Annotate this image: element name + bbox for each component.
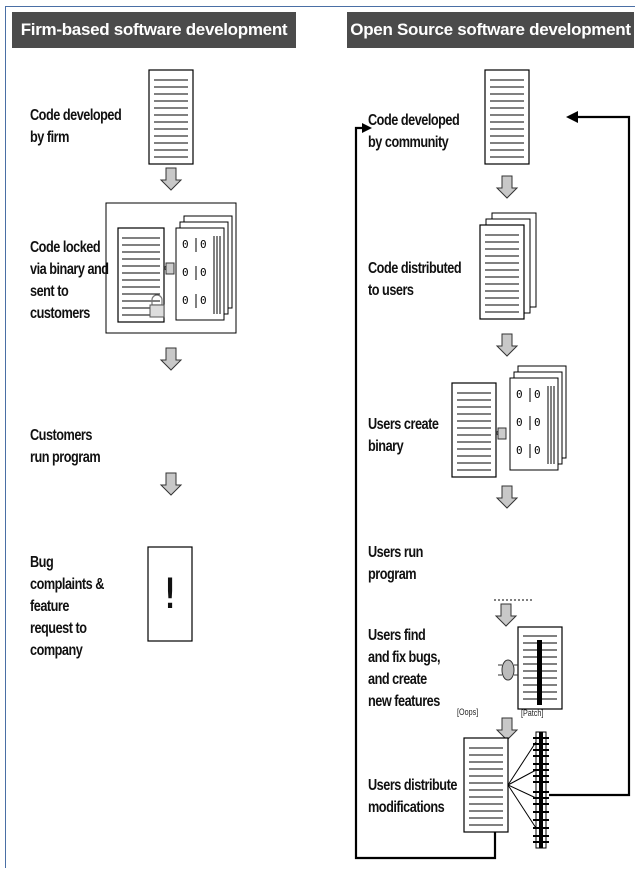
arrow-down-icon xyxy=(161,473,181,495)
locked-binary-box-icon xyxy=(106,203,236,333)
user-binary-icon xyxy=(452,366,566,477)
arrow-down-icon xyxy=(497,334,517,356)
arrow-down-icon xyxy=(161,168,181,190)
arrow-down-icon xyxy=(161,348,181,370)
modification-doc-icon xyxy=(464,738,508,832)
distribution-bars-icon xyxy=(533,732,549,848)
oops-label: [Oops] xyxy=(457,707,478,717)
community-source-doc-icon xyxy=(485,70,529,164)
patch-doc-icon xyxy=(518,627,562,709)
arrow-down-icon xyxy=(497,486,517,508)
arrow-down-icon xyxy=(496,604,516,626)
patch-label: [Patch] xyxy=(521,708,543,718)
distributed-docs-icon xyxy=(480,213,536,319)
loop-arrowhead-right-icon xyxy=(566,111,578,123)
arrow-down-icon xyxy=(497,718,517,740)
arrow-down-icon xyxy=(497,176,517,198)
bug-fix-icon xyxy=(498,660,518,680)
exclamation-mark: ! xyxy=(160,566,180,622)
distribution-lines xyxy=(508,742,536,828)
firm-source-doc-icon xyxy=(149,70,193,164)
